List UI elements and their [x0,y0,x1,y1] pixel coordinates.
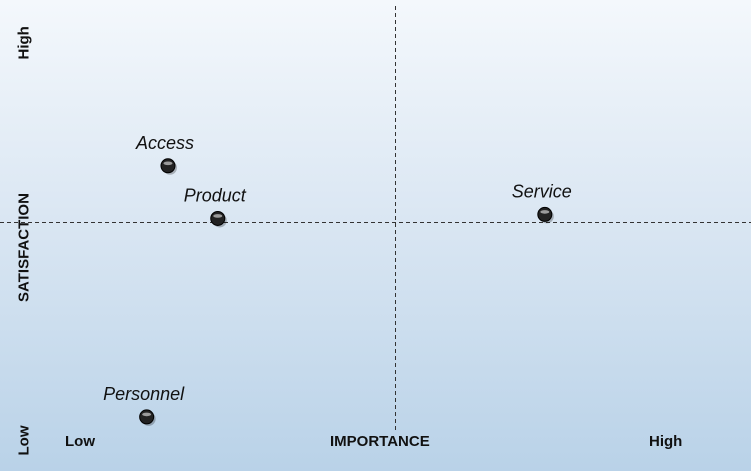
x-axis-title: IMPORTANCE [330,433,430,450]
data-point-product [210,210,226,226]
y-axis-high-label: High [15,26,33,60]
point-label-service: Service [512,181,572,201]
data-point-access [160,158,176,174]
x-axis-low-label: Low [65,433,95,450]
y-axis-low-label: Low [15,425,33,456]
x-axis-high-label: High [649,433,683,450]
point-label-product: Product [184,185,247,205]
point-label-access: Access [135,133,194,153]
data-point-personnel [139,409,155,425]
point-highlight-3 [142,412,152,417]
point-label-personnel: Personnel [103,384,185,404]
point-highlight-2 [540,210,550,214]
point-highlight-0 [163,161,173,166]
y-axis-title: SATISFACTION [15,193,33,302]
data-point-service [537,206,553,222]
point-highlight-1 [213,214,223,218]
